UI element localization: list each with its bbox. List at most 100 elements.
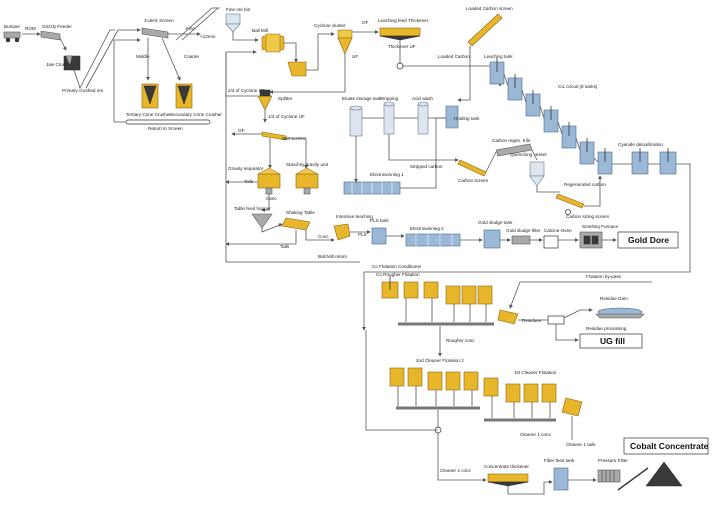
acid-wash-column-icon — [417, 101, 429, 135]
pls-tank-icon — [371, 227, 387, 245]
cobalt-conc-label: Cobalt Concentrate — [630, 441, 709, 451]
flot-bypass-label: Flotation by-pass — [586, 274, 622, 279]
shaking-table-label: Shaking Table — [286, 210, 315, 215]
gold-dore-label: Gold Dore — [628, 235, 669, 245]
mill-discharge-sump-icon — [287, 61, 307, 77]
ball-mill-return-label: Ball Mill return — [318, 254, 348, 259]
cobalt-conc-box — [623, 437, 709, 455]
secondary-label: Secondary Cone Crusher — [170, 112, 222, 117]
leaching-tank-label: Leaching tank — [484, 54, 513, 59]
filter-feed-tank-icon — [553, 467, 569, 491]
residue-dam-icon — [595, 307, 645, 319]
bumper-truck-icon — [3, 31, 21, 43]
electrowinning1-label: Electrowinning 1 — [370, 172, 404, 177]
calcine-oven-label: Calcine Oven — [544, 228, 572, 233]
two-third-uf-label: 2/3 of Cyclone UF — [228, 88, 265, 93]
cil-circuit-label: CIL circuit (8 tanks) — [558, 84, 598, 89]
loaded-carbon-screen-label: Loaded Carbon screen — [466, 6, 513, 11]
cleaner2-conc-label: Cleaner 2 conc — [440, 468, 472, 473]
ball-mill-label: Ball Mill — [252, 28, 268, 33]
tertiary-label: Tertiary Cone Crusher — [126, 112, 171, 117]
grizzly-feeder-icon — [40, 30, 61, 41]
stripped-carbon-label: Stripped carbon — [410, 164, 443, 169]
of1-label: OF — [362, 20, 369, 25]
primary-ore-label: Primary crushed ore — [62, 88, 104, 93]
rougher-tail-launder-icon — [497, 309, 519, 325]
cleaner1-label: 1st Cleaner Flotation — [514, 370, 557, 375]
carbon-regen-label: Carbon regen. Kiln — [492, 138, 531, 143]
filter-feed-label: Filter feed tank — [544, 458, 575, 463]
standby-gravity-label: Stand-by gravity unit — [286, 162, 329, 167]
cleaner1-cell-icon — [483, 377, 557, 403]
shaking-table-icon — [281, 217, 311, 231]
holding-tank-label: Holding tank — [454, 116, 480, 121]
gold-sludge-tank-label: Gold sludge tank — [478, 220, 513, 225]
leach-thickener-label: Leaching feed Thickener — [378, 18, 429, 23]
fine-ore-bin-label: Fine ore bin — [226, 7, 251, 12]
pump-icon — [565, 209, 571, 215]
rougher-conc-label: Rougher conc — [446, 338, 475, 343]
rom-label: ROM — [25, 26, 36, 31]
tails2-label: Tails — [280, 244, 290, 249]
stripping-column-icon — [383, 101, 395, 135]
cleaner1-conc-label: Cleaner 1 conc — [520, 432, 552, 437]
gold-sludge-tank-icon — [483, 229, 501, 249]
ug-fill-label: UG fill — [600, 336, 625, 346]
splitter-label: Splitter — [278, 96, 293, 101]
cleaner1-tails-label: Cleaner 1 tails — [566, 442, 596, 447]
uf1-label: UF — [352, 54, 358, 59]
three-deck-screen-icon — [141, 27, 169, 39]
table-feed-hopper-icon — [251, 213, 273, 229]
bumper-label: Bumper — [4, 24, 21, 29]
carbon-screen-label: Carbon screen — [458, 178, 489, 183]
return-screen-label: Return to Screen — [148, 126, 183, 131]
ug-fill-box — [579, 333, 643, 349]
rougher-cell-icon — [403, 281, 493, 305]
gold-dore-box — [617, 231, 679, 249]
residue-dam-label: Residue Dam — [600, 296, 628, 301]
return-conveyor-icon — [125, 119, 211, 125]
cleaner-tail-launder-icon — [561, 397, 583, 417]
middle-label: Middle — [136, 54, 150, 59]
quench-vessel-icon — [529, 161, 545, 187]
pressure-filter-label: Pressure Filter — [598, 458, 628, 463]
gravity-sep-label: Gravity separator — [228, 166, 264, 171]
eluate-label: Eluate storage tank — [342, 96, 382, 101]
three-deck-label: 3-deck Screen — [144, 18, 174, 23]
concentrate-stockpile-icon — [645, 461, 683, 487]
cyclone-cluster-icon — [337, 29, 353, 55]
fine-label: Fine — [186, 26, 195, 31]
secondary-crusher-icon — [175, 83, 193, 109]
conditioner-icon — [381, 276, 399, 299]
gold-sludge-filter-label: Gold sludge filter — [506, 228, 541, 233]
conc-thickener-icon — [487, 473, 529, 487]
cyclone-cluster-label: Cyclone cluster — [314, 23, 346, 28]
pump-icon — [396, 62, 404, 70]
intensive-leach-label: Intensive leaching — [336, 214, 373, 219]
conc-thickener-label: Concentrate thickener — [484, 464, 529, 469]
cleaner2-label: 2nd Cleaner Flotation 2 — [416, 358, 464, 363]
splitter-icon — [257, 89, 273, 111]
cyanide-detox-icon — [631, 148, 677, 175]
carbon-screen-icon — [457, 159, 487, 177]
smelting-label: Smelting Furnace — [582, 224, 618, 229]
regen-carbon-label: Regenerated carbon — [564, 182, 606, 187]
residue-processing-label: Residue processing — [586, 326, 627, 331]
grizzly-label: Grizzly Feeder — [42, 24, 72, 29]
ball-mill-icon — [261, 33, 285, 53]
loaded-carbon-screen-icon — [467, 13, 503, 47]
carbon-sizing-label: Carbon sizing screen — [566, 214, 610, 219]
calcine-oven-icon — [543, 235, 559, 249]
leaching-tank-icon — [489, 58, 505, 85]
wet-screen-label: Wet screen — [282, 136, 306, 141]
residues-label: Residues — [522, 318, 542, 323]
wet-screen-icon — [261, 131, 287, 141]
coarse-label: Coarse — [184, 54, 199, 59]
thickener-uf-label: Thickener UF — [388, 44, 416, 49]
gold-sludge-filter-icon — [511, 235, 531, 245]
acid-wash-label: Acid wash — [412, 96, 433, 101]
electrowinning2-icon — [405, 233, 461, 247]
pressure-filter-icon — [597, 469, 621, 483]
tails1-label: Tails — [244, 179, 254, 184]
